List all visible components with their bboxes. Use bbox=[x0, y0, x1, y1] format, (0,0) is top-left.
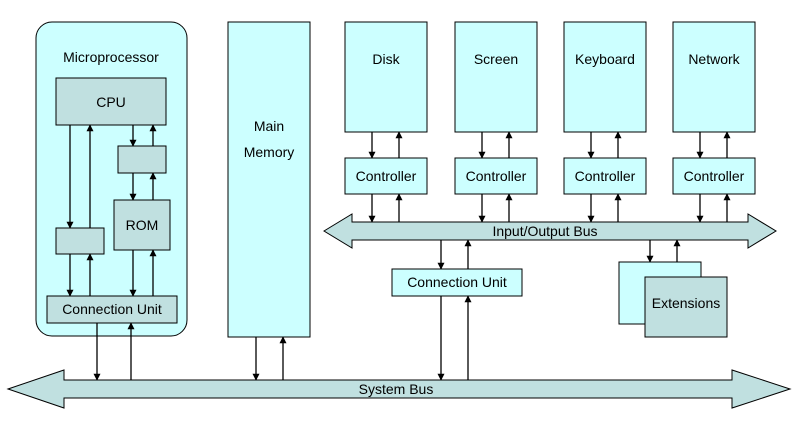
cpu-box bbox=[55, 77, 167, 126]
main-memory-label-line1: Main bbox=[254, 118, 284, 134]
disk-label: Disk bbox=[372, 51, 400, 67]
network-controller-label: Controller bbox=[684, 168, 745, 184]
register-box bbox=[55, 227, 105, 255]
keyboard-label: Keyboard bbox=[575, 51, 635, 67]
io-bus-label: Input/Output Bus bbox=[492, 223, 597, 239]
network-box bbox=[672, 21, 756, 133]
main-memory-label-line2: Memory bbox=[244, 144, 295, 160]
disk-controller-box bbox=[344, 157, 428, 195]
keyboard-controller-label: Controller bbox=[575, 168, 636, 184]
microprocessor-arrows bbox=[66, 124, 157, 297]
internal-connection-unit-label: Connection Unit bbox=[62, 301, 162, 317]
network-label: Network bbox=[688, 51, 740, 67]
controller-iobus-arrows bbox=[368, 193, 731, 223]
rom-box bbox=[113, 199, 171, 251]
io-bus bbox=[323, 213, 777, 249]
keyboard-box bbox=[563, 21, 647, 133]
keyboard-controller-box bbox=[563, 157, 647, 195]
rom-label: ROM bbox=[126, 217, 159, 233]
network-controller-box bbox=[672, 157, 756, 195]
extensions-box bbox=[644, 276, 728, 338]
system-bus-arrows bbox=[93, 295, 472, 381]
main-memory-box bbox=[227, 21, 311, 338]
screen-label: Screen bbox=[474, 51, 518, 67]
system-bus bbox=[6, 369, 792, 409]
iobus-connection-arrows bbox=[437, 239, 681, 270]
screen-box bbox=[454, 21, 538, 133]
screen-controller-label: Controller bbox=[466, 168, 527, 184]
cache-box bbox=[117, 145, 167, 174]
screen-controller-box bbox=[454, 157, 538, 195]
disk-box bbox=[344, 21, 428, 133]
internal-connection-unit-box bbox=[46, 295, 178, 324]
cpu-label: CPU bbox=[96, 94, 126, 110]
microprocessor-panel bbox=[35, 21, 188, 337]
connection-unit-box bbox=[391, 268, 523, 297]
system-bus-label: System Bus bbox=[359, 381, 434, 397]
microprocessor-title: Microprocessor bbox=[63, 49, 159, 65]
disk-controller-label: Controller bbox=[356, 168, 417, 184]
connection-unit-label: Connection Unit bbox=[407, 274, 507, 290]
extensions-label: Extensions bbox=[652, 295, 720, 311]
device-controller-arrows bbox=[368, 131, 731, 159]
